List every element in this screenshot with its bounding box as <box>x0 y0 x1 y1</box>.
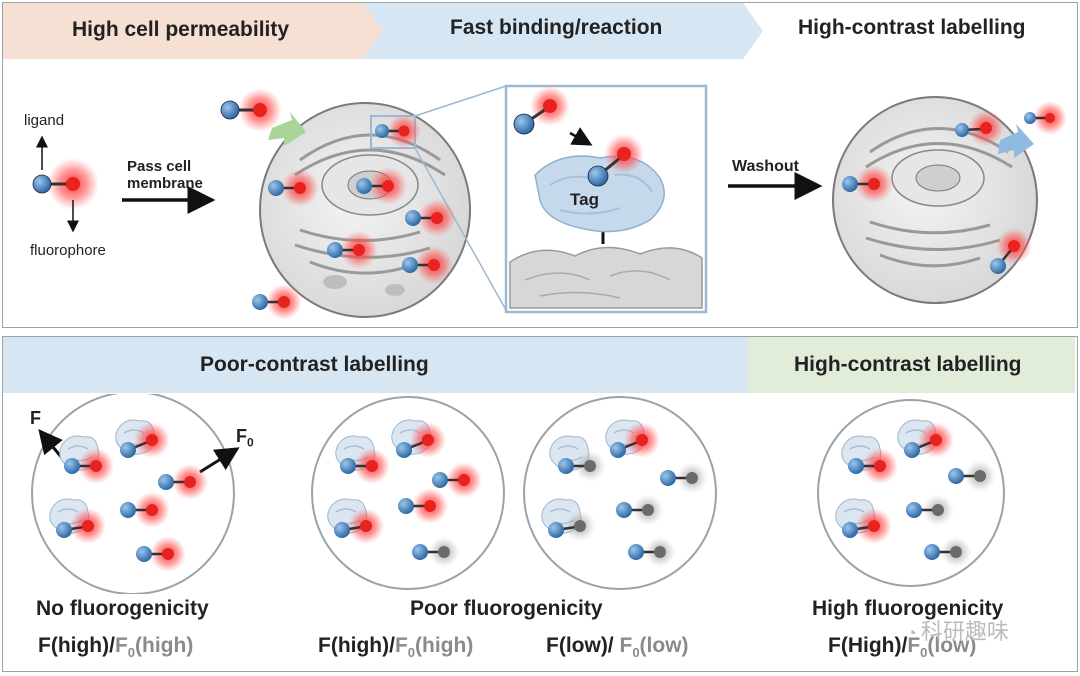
probe <box>587 134 644 187</box>
well4-probes <box>835 419 996 568</box>
blue-exit-arrow <box>998 124 1034 158</box>
bottom-diagram <box>31 394 1005 594</box>
probe <box>402 246 453 284</box>
header-poor-contrast: Poor-contrast labelling <box>200 353 429 376</box>
top-header-band <box>3 3 763 59</box>
ligand-label: ligand <box>24 112 65 129</box>
ratio-3: F(low)/ F0(low) <box>546 634 689 661</box>
pass-label-line1: Pass cell <box>127 158 192 175</box>
f-arrow <box>38 429 64 459</box>
top-diagram <box>32 84 1067 320</box>
fluorophore-label: fluorophore <box>30 242 106 259</box>
probe <box>356 167 407 205</box>
caption-high-fluorogenicity: High fluorogenicity <box>812 597 1004 620</box>
watermark: ◔科研趣味 <box>906 619 1009 644</box>
header-fast-binding: Fast binding/reaction <box>450 16 663 39</box>
cell-2 <box>832 96 1038 304</box>
probe <box>252 284 302 320</box>
probe <box>405 199 456 237</box>
pass-label-line2: membrane <box>127 175 203 192</box>
probe <box>842 165 893 203</box>
zoom-box <box>504 84 708 314</box>
probe <box>268 169 319 207</box>
probe <box>327 231 378 269</box>
bottom-header-band <box>3 337 1075 393</box>
tag-label: Tag <box>570 190 599 209</box>
header-high-contrast-bottom: High-contrast labelling <box>794 353 1022 376</box>
legend-probe <box>32 135 99 233</box>
wechat-icon: ◔ <box>906 623 917 643</box>
probe <box>955 110 1004 146</box>
probe <box>990 228 1032 274</box>
header-high-contrast-top: High-contrast labelling <box>798 16 1026 39</box>
ratio-4: F(High)/F0(low) <box>828 634 977 661</box>
f-label: F <box>30 408 41 428</box>
probe <box>1024 101 1067 135</box>
probe <box>220 88 282 132</box>
header-high-cell-permeability: High cell permeability <box>72 18 290 41</box>
probe <box>375 114 421 148</box>
caption-no-fluorogenicity: No fluorogenicity <box>36 597 209 620</box>
well1-probes <box>49 419 208 572</box>
well2-probes <box>327 419 482 568</box>
f0-arrow <box>199 447 240 474</box>
f0-label: F0 <box>236 426 254 450</box>
green-entry-arrow <box>268 112 306 146</box>
probe <box>513 86 570 135</box>
caption-poor-fluorogenicity: Poor fluorogenicity <box>410 597 603 620</box>
well3-probes <box>541 419 708 568</box>
ratio-1: F(high)/F0(high) <box>38 634 194 661</box>
washout-label: Washout <box>732 158 799 175</box>
ratio-2: F(high)/F0(high) <box>318 634 474 661</box>
